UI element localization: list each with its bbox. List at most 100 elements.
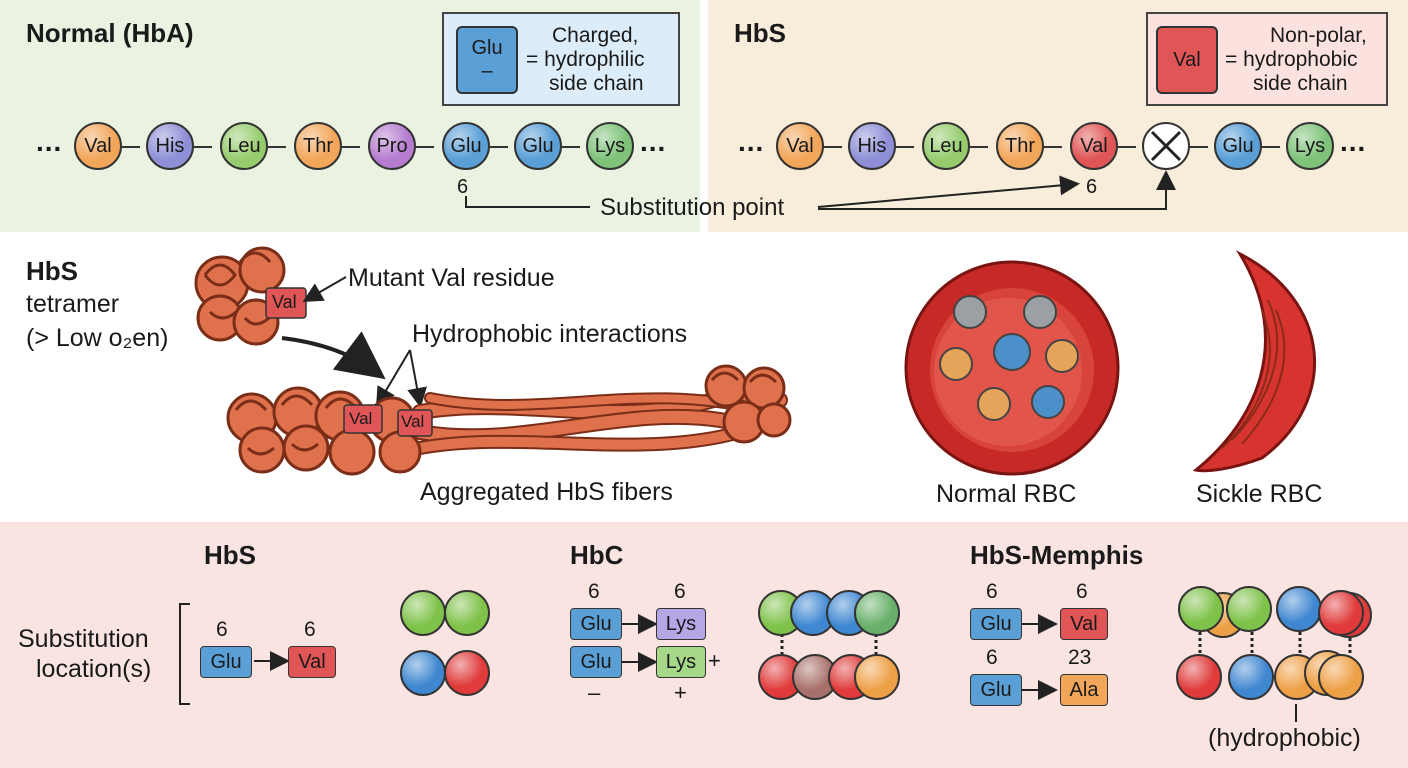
hbs-residue-val-mutant: Val: [1070, 122, 1118, 170]
substitution-left-line: [465, 196, 590, 208]
bond: [1190, 146, 1208, 148]
memphis-ball: [1226, 586, 1272, 632]
memphis-ball: [1176, 654, 1222, 700]
hbs-residue-thr: Thr: [996, 122, 1044, 170]
hbs-tetramer-icon: [194, 246, 307, 346]
legend-charged-text-1: Charged,: [552, 24, 639, 47]
panel-variants: [0, 522, 1408, 768]
legend-nonpolar-text-2: = hydrophobic: [1225, 48, 1358, 71]
hbs-chain-ellipsis-left: ...: [738, 126, 765, 157]
normal-rbc-icon: [904, 260, 1120, 476]
legend-charged-text-2: = hydrophilic: [526, 48, 645, 71]
substitution-location-label-2: location(s): [36, 655, 152, 683]
hbc-title: HbC: [570, 540, 624, 570]
normal-residue-lys: Lys: [586, 122, 634, 170]
hbc-from-glu: Glu: [570, 608, 622, 640]
memphis-to-ala: Ala: [1060, 674, 1108, 706]
bond: [1044, 146, 1062, 148]
hydrophobic-interactions-label: Hydrophobic interactions: [412, 320, 688, 348]
hbc-from-glu-2: Glu: [570, 646, 622, 678]
normal-chain-ellipsis-right: ...: [640, 126, 667, 157]
normal-residue-glu: Glu: [514, 122, 562, 170]
hbs-ball: [444, 650, 490, 696]
hbc-ball: [854, 654, 900, 700]
aggregated-fibers-label: Aggregated HbS fibers: [420, 478, 673, 506]
substitution-arrow-6: [817, 175, 1080, 208]
memphis-pos1-from: 6: [986, 580, 998, 603]
bond: [268, 146, 286, 148]
hydrophobic-arrow-1: [375, 349, 411, 408]
hydrophobic-arrow-2: [407, 349, 427, 408]
legend-nonpolar-text-1: Non-polar,: [1270, 24, 1367, 47]
fiber-val-tag-1: Val: [349, 409, 373, 428]
memphis-from-glu-1: Glu: [970, 608, 1022, 640]
legend-val-residue: Val: [1156, 26, 1218, 94]
hbs-variant-pos-to: 6: [304, 618, 316, 641]
legend-glu-sign: –: [481, 60, 493, 82]
hbs-variant-from-glu: Glu: [200, 646, 252, 678]
bond: [490, 146, 508, 148]
bond: [562, 146, 580, 148]
normal-rbc-label: Normal RBC: [936, 480, 1077, 508]
hbs-residue-his: His: [848, 122, 896, 170]
hbc-plus-charge: +: [708, 648, 721, 673]
bracket: [179, 603, 190, 705]
x-stroke: [1150, 130, 1182, 162]
normal-position-6: 6: [457, 176, 469, 198]
normal-chain-ellipsis-left: ...: [36, 126, 63, 157]
mutant-arrow: [302, 276, 347, 302]
normal-residue-his: His: [146, 122, 194, 170]
hbs-variant-to-val: Val: [288, 646, 336, 678]
bond: [1118, 146, 1136, 148]
hbc-to-lys-2: Lys: [656, 646, 706, 678]
hbs-residue-lys: Lys: [1286, 122, 1334, 170]
memphis-from-glu-2: Glu: [970, 674, 1022, 706]
hbs-ball: [400, 590, 446, 636]
hbs-chain-ellipsis-right: ...: [1340, 126, 1367, 157]
substitution-point-label: Substitution point: [600, 194, 785, 221]
bond: [1262, 146, 1280, 148]
hbc-ball: [790, 590, 836, 636]
bond: [342, 146, 360, 148]
memphis-ball: [1228, 654, 1274, 700]
hbs-variant-title: HbS: [204, 540, 256, 570]
memphis-ball: [1318, 654, 1364, 700]
legend-glu-label: Glu: [471, 37, 503, 59]
substitution-location-label-1: Substitution: [18, 625, 149, 653]
hbc-plus-charge-2: +: [674, 680, 687, 705]
tetramer-subtitle: tetramer: [26, 290, 120, 318]
normal-residue-val: Val: [74, 122, 122, 170]
hbs-residue-glu: Glu: [1214, 122, 1262, 170]
bond: [896, 146, 914, 148]
normal-residue-thr: Thr: [294, 122, 342, 170]
memphis-hydrophobic-note: (hydrophobic): [1208, 724, 1361, 752]
memphis-ball: [1276, 586, 1322, 632]
normal-residue-glu-6: Glu: [442, 122, 490, 170]
normal-residue-pro: Pro: [368, 122, 416, 170]
bond: [824, 146, 842, 148]
tetramer-title: HbS: [26, 256, 78, 286]
aggregated-fibers-icon: [226, 364, 792, 476]
hbs-ball: [444, 590, 490, 636]
hbs-position-6: 6: [1086, 176, 1098, 198]
tetramer-val-tag: Val: [272, 292, 297, 312]
bond: [970, 146, 988, 148]
bond: [194, 146, 212, 148]
memphis-ball: [1178, 586, 1224, 632]
fiber-val-tag-2: Val: [401, 412, 425, 431]
hbc-ball: [854, 590, 900, 636]
memphis-to-val: Val: [1060, 608, 1108, 640]
sickle-rbc-icon: [1192, 250, 1317, 473]
legend-glu-residue: Glu –: [456, 26, 518, 94]
hbc-pos-to: 6: [674, 580, 686, 603]
substitution-arrow-x: [818, 170, 1176, 210]
hbs-residue-val: Val: [776, 122, 824, 170]
memphis-title: HbS-Memphis: [970, 540, 1144, 570]
hbc-minus-charge: –: [588, 680, 601, 705]
legend-charged-text-3: side chain: [549, 72, 644, 95]
bond: [122, 146, 140, 148]
legend-nonpolar-text-3: side chain: [1253, 72, 1348, 95]
